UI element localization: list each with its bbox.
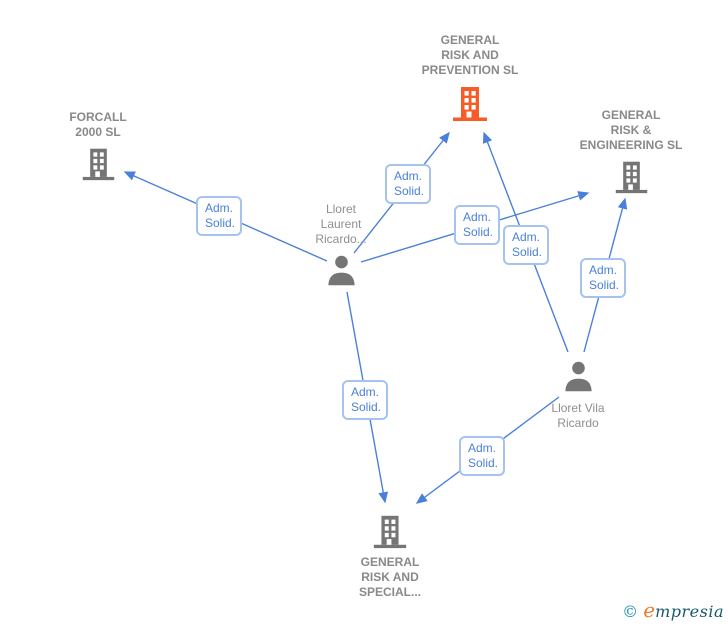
node-person-laurent[interactable]: Lloret Laurent Ricardo...: [281, 202, 401, 287]
node-person-vila[interactable]: Lloret Vila Ricardo: [518, 358, 638, 431]
edge-label-vila-engineering[interactable]: Adm. Solid.: [580, 258, 626, 298]
node-company-engineering[interactable]: GENERAL RISK & ENGINEERING SL: [566, 108, 696, 195]
node-company-forcall[interactable]: FORCALL 2000 SL: [38, 110, 158, 182]
node-company-prevention[interactable]: GENERAL RISK AND PREVENTION SL: [405, 33, 535, 123]
node-label: Lloret Vila Ricardo: [551, 401, 605, 430]
building-icon: [371, 512, 409, 550]
copyright-symbol: ©: [622, 602, 639, 621]
person-icon: [560, 358, 597, 393]
brand-text: mpresia: [655, 602, 724, 621]
edge-label-vila-special[interactable]: Adm. Solid.: [459, 436, 505, 476]
building-icon: [80, 145, 117, 182]
edge-label-laurent-forcall[interactable]: Adm. Solid.: [196, 196, 242, 236]
empresia-logo[interactable]: © empresia: [622, 598, 724, 622]
node-label: GENERAL RISK AND SPECIAL...: [358, 555, 421, 599]
brand-letter-e: e: [643, 598, 656, 622]
edge-label-laurent-engineering[interactable]: Adm. Solid.: [454, 205, 500, 245]
node-company-special[interactable]: GENERAL RISK AND SPECIAL...: [325, 512, 455, 600]
node-label: Lloret Laurent Ricardo...: [315, 202, 367, 246]
node-label: FORCALL 2000 SL: [69, 110, 127, 139]
building-icon: [450, 83, 490, 123]
node-label: GENERAL RISK & ENGINEERING SL: [579, 108, 683, 152]
edge-label-laurent-special[interactable]: Adm. Solid.: [342, 380, 388, 420]
person-icon: [323, 252, 360, 287]
edge-label-laurent-prevention[interactable]: Adm. Solid.: [385, 164, 431, 204]
node-label: GENERAL RISK AND PREVENTION SL: [421, 33, 519, 77]
building-icon: [613, 158, 650, 195]
edge-label-vila-prevention[interactable]: Adm. Solid.: [503, 225, 549, 265]
